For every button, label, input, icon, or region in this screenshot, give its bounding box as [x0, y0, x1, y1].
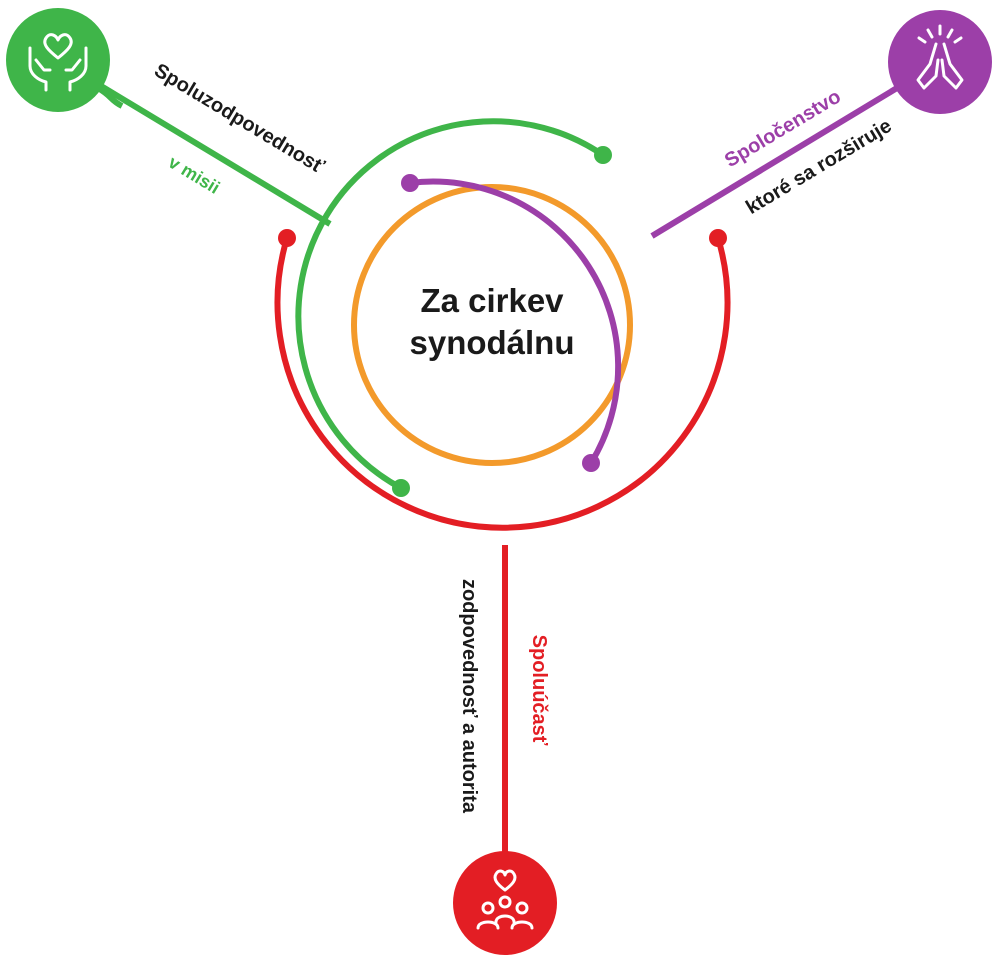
- orange-inner-ring: [351, 184, 633, 466]
- red-label-main: Spoluúčasť: [528, 635, 550, 746]
- red-arc-dot-left: [278, 229, 296, 247]
- people-heart-icon: [476, 869, 534, 930]
- center-title-line1: Za cirkev: [420, 282, 564, 319]
- green-ring-arc: [295, 118, 606, 491]
- purple-branch-node: [888, 10, 992, 114]
- green-arc-dot-bottom: [392, 479, 410, 497]
- green-branch-node: [6, 8, 110, 112]
- green-connector-line: [56, 57, 332, 227]
- red-ring-arc: [274, 235, 731, 531]
- purple-arc-dot-top: [401, 174, 419, 192]
- green-connector-tail: [96, 85, 124, 109]
- purple-arc-dot-bottom: [582, 454, 600, 472]
- purple-connector-line: [650, 59, 942, 239]
- red-label-sub: zodpovednosť a autorita: [458, 579, 480, 814]
- red-arc-dot-right: [709, 229, 727, 247]
- green-arc-dot-top: [594, 146, 612, 164]
- praying-hands-icon: [916, 24, 964, 90]
- hands-heart-icon: [28, 33, 88, 92]
- center-title-line2: synodálnu: [409, 324, 574, 361]
- purple-ring-arc: [407, 178, 622, 466]
- red-branch-node: [453, 851, 557, 955]
- green-label-sub: v misii: [165, 152, 223, 198]
